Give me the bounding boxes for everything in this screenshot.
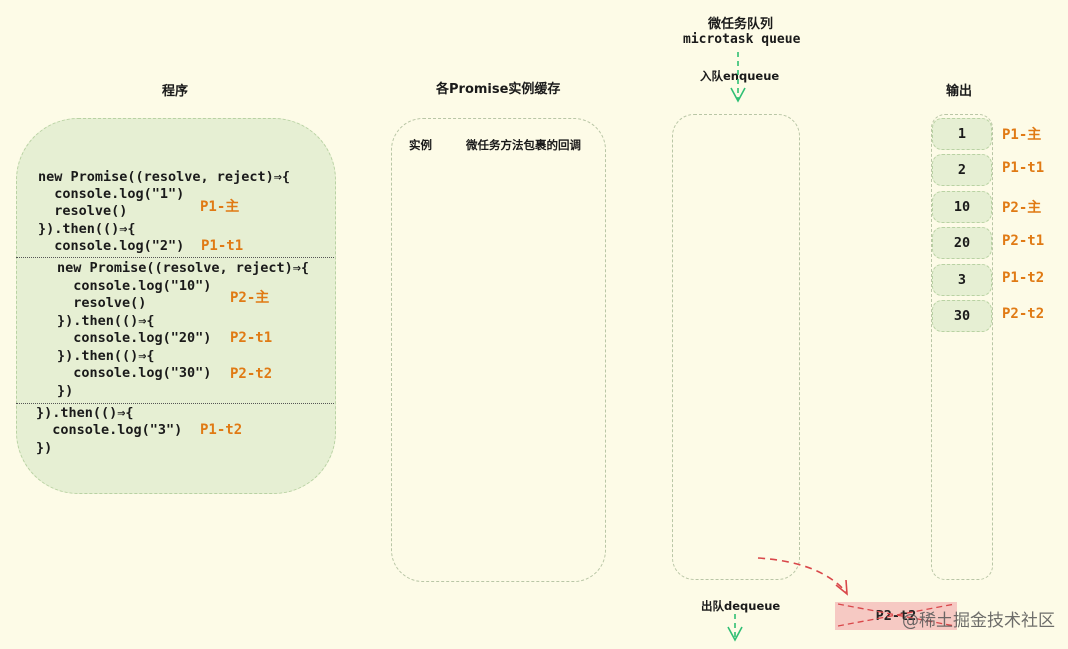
enqueue-label: 入队enqueue bbox=[700, 69, 780, 83]
code-tag: P2-t2 bbox=[230, 366, 273, 382]
promise-cache-box bbox=[391, 118, 606, 582]
code-line: new Promise((resolve, reject)⇒{ bbox=[38, 169, 290, 185]
output-title: 输出 bbox=[946, 84, 973, 99]
cache-header-callback: 微任务方法包裹的回调 bbox=[466, 138, 581, 152]
code-line: new Promise((resolve, reject)⇒{ bbox=[57, 260, 309, 276]
queue-title-cn: 微任务队列 bbox=[708, 17, 774, 32]
output-cell: 10 bbox=[932, 191, 992, 223]
code-line: console.log("3") bbox=[36, 422, 183, 438]
code-line: console.log("2") bbox=[38, 238, 185, 254]
code-line: }).then(()⇒{ bbox=[36, 405, 134, 421]
cache-title: 各Promise实例缓存 bbox=[436, 82, 561, 97]
dequeue-arrow bbox=[727, 614, 743, 642]
code-line: resolve() bbox=[38, 203, 128, 219]
code-line: }).then(()⇒{ bbox=[57, 348, 155, 364]
output-tag: P2-主 bbox=[1002, 200, 1042, 216]
code-tag: P1-t2 bbox=[200, 422, 243, 438]
output-cell: 20 bbox=[932, 227, 992, 259]
dequeue-label: 出队dequeue bbox=[701, 599, 781, 613]
dequeued-item-box bbox=[835, 602, 957, 630]
code-tag: P1-主 bbox=[200, 199, 240, 215]
code-line: }).then(()⇒{ bbox=[57, 313, 155, 329]
output-tag: P1-t1 bbox=[1002, 160, 1045, 176]
code-line: }) bbox=[57, 383, 74, 399]
code-tag: P2-主 bbox=[230, 290, 270, 306]
output-tag: P1-t2 bbox=[1002, 270, 1045, 286]
code-line: console.log("10") bbox=[57, 278, 212, 294]
output-tag: P2-t1 bbox=[1002, 233, 1045, 249]
output-cell: 1 bbox=[932, 118, 992, 150]
output-tag: P2-t2 bbox=[1002, 306, 1045, 322]
watermark: @稀土掘金技术社区 bbox=[902, 611, 1055, 631]
code-line: console.log("1") bbox=[38, 186, 185, 202]
code-tag: P2-t1 bbox=[230, 330, 273, 346]
program-title: 程序 bbox=[162, 84, 189, 99]
nested-promise-box bbox=[16, 257, 334, 404]
code-line: console.log("20") bbox=[57, 330, 212, 346]
program-box bbox=[16, 118, 336, 494]
code-line: console.log("30") bbox=[57, 365, 212, 381]
output-cell: 30 bbox=[932, 300, 992, 332]
queue-title-en: microtask queue bbox=[683, 32, 801, 47]
code-tag: P1-t1 bbox=[201, 238, 244, 254]
microtask-queue-box bbox=[672, 114, 800, 580]
dequeued-item-label: P2-t2 bbox=[875, 608, 917, 624]
output-cell: 2 bbox=[932, 154, 992, 186]
output-tag: P1-主 bbox=[1002, 127, 1042, 143]
cache-header-instance: 实例 bbox=[409, 138, 432, 152]
enqueue-arrow bbox=[730, 52, 746, 103]
code-line: resolve() bbox=[57, 295, 147, 311]
code-line: }).then(()⇒{ bbox=[38, 221, 136, 237]
output-cell: 3 bbox=[932, 264, 992, 296]
code-line: }) bbox=[36, 440, 53, 456]
output-box bbox=[931, 114, 993, 580]
dequeue-curve-arrow bbox=[757, 557, 848, 596]
